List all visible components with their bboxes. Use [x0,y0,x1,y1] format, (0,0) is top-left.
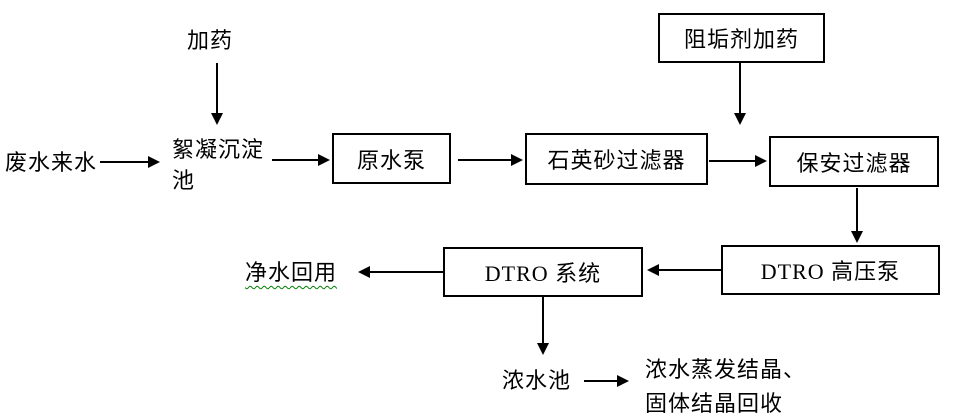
arrow-dtro-system-to-pool-icon [537,297,549,355]
flocculation-tank-line2: 池 [172,168,196,193]
arrow-pool-to-treatment-icon [584,375,629,387]
label-concentrate-pool: 浓水池 [502,368,572,393]
arrow-flocculation-to-pump-icon [272,154,330,166]
node-flocculation-tank: 絮凝沉淀 池 [172,134,264,196]
arrow-antiscalant-down-icon [734,63,746,125]
arrow-pump-to-quartz-filter-icon [458,154,523,166]
arrow-hp-pump-to-dtro-system-icon [647,264,721,276]
label-concentrate-treatment: 浓水蒸发结晶、 固体结晶回收 [645,353,806,417]
node-raw-water-pump: 原水泵 [332,133,451,184]
arrow-cartridge-to-hp-pump-icon [851,188,863,243]
concentrate-treatment-line2: 固体结晶回收 [645,391,784,416]
flocculation-tank-line1: 絮凝沉淀 [172,137,265,162]
arrow-dosing-down-icon [211,63,223,125]
label-clean-water-reuse: 净水回用 [245,259,337,286]
concentrate-treatment-line1: 浓水蒸发结晶、 [645,357,807,382]
node-dtro-system: DTRO 系统 [443,247,643,297]
arrow-inflow-to-flocculation-icon [100,156,160,168]
node-quartz-sand-filter: 石英砂过滤器 [525,133,708,185]
label-wastewater-inflow: 废水来水 [5,150,98,175]
clean-water-reuse-text: 净水回用 [245,260,338,285]
node-antiscalant-dosing: 阻垢剂加药 [658,13,825,63]
label-dosing: 加药 [187,28,234,53]
arrow-dtro-system-to-reuse-icon [358,266,443,278]
arrow-quartz-to-cartridge-filter-icon [709,155,767,167]
node-dtro-high-pressure-pump: DTRO 高压泵 [721,245,940,295]
node-cartridge-filter: 保安过滤器 [769,136,939,187]
